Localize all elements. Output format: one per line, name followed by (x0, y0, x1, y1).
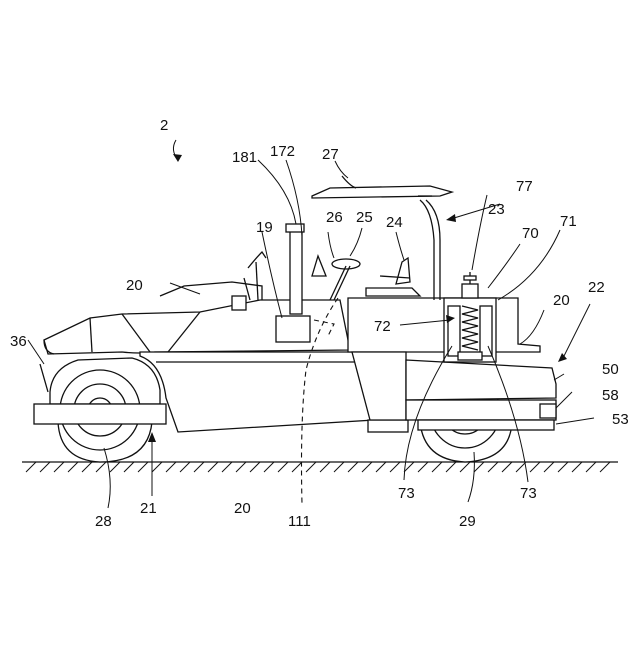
label-27: 27 (322, 146, 339, 163)
label-36: 36 (10, 333, 27, 350)
label-72: 72 (374, 318, 391, 335)
label-73-right: 73 (520, 485, 537, 502)
label-22: 22 (588, 279, 605, 296)
label-20-left: 20 (126, 277, 143, 294)
label-181: 181 (232, 149, 257, 166)
rear-tyre (34, 358, 166, 462)
label-20-right: 20 (553, 292, 570, 309)
label-2: 2 (160, 117, 168, 134)
label-29: 29 (459, 513, 476, 530)
label-19: 19 (256, 219, 273, 236)
ground (22, 462, 618, 472)
label-50: 50 (602, 361, 619, 378)
label-70: 70 (522, 225, 539, 242)
label-77: 77 (516, 178, 533, 195)
label-21: 21 (140, 500, 157, 517)
label-20-bottom: 20 (234, 500, 251, 517)
label-28: 28 (95, 513, 112, 530)
label-25: 25 (356, 209, 373, 226)
operator-station (312, 256, 420, 300)
label-172: 172 (270, 143, 295, 160)
label-26: 26 (326, 209, 343, 226)
label-111: 111 (288, 513, 311, 530)
label-58: 58 (602, 387, 619, 404)
label-24: 24 (386, 214, 403, 231)
label-71: 71 (560, 213, 577, 230)
label-73-left: 73 (398, 485, 415, 502)
canopy (312, 176, 452, 300)
label-53: 53 (612, 411, 629, 428)
label-23: 23 (488, 201, 505, 218)
